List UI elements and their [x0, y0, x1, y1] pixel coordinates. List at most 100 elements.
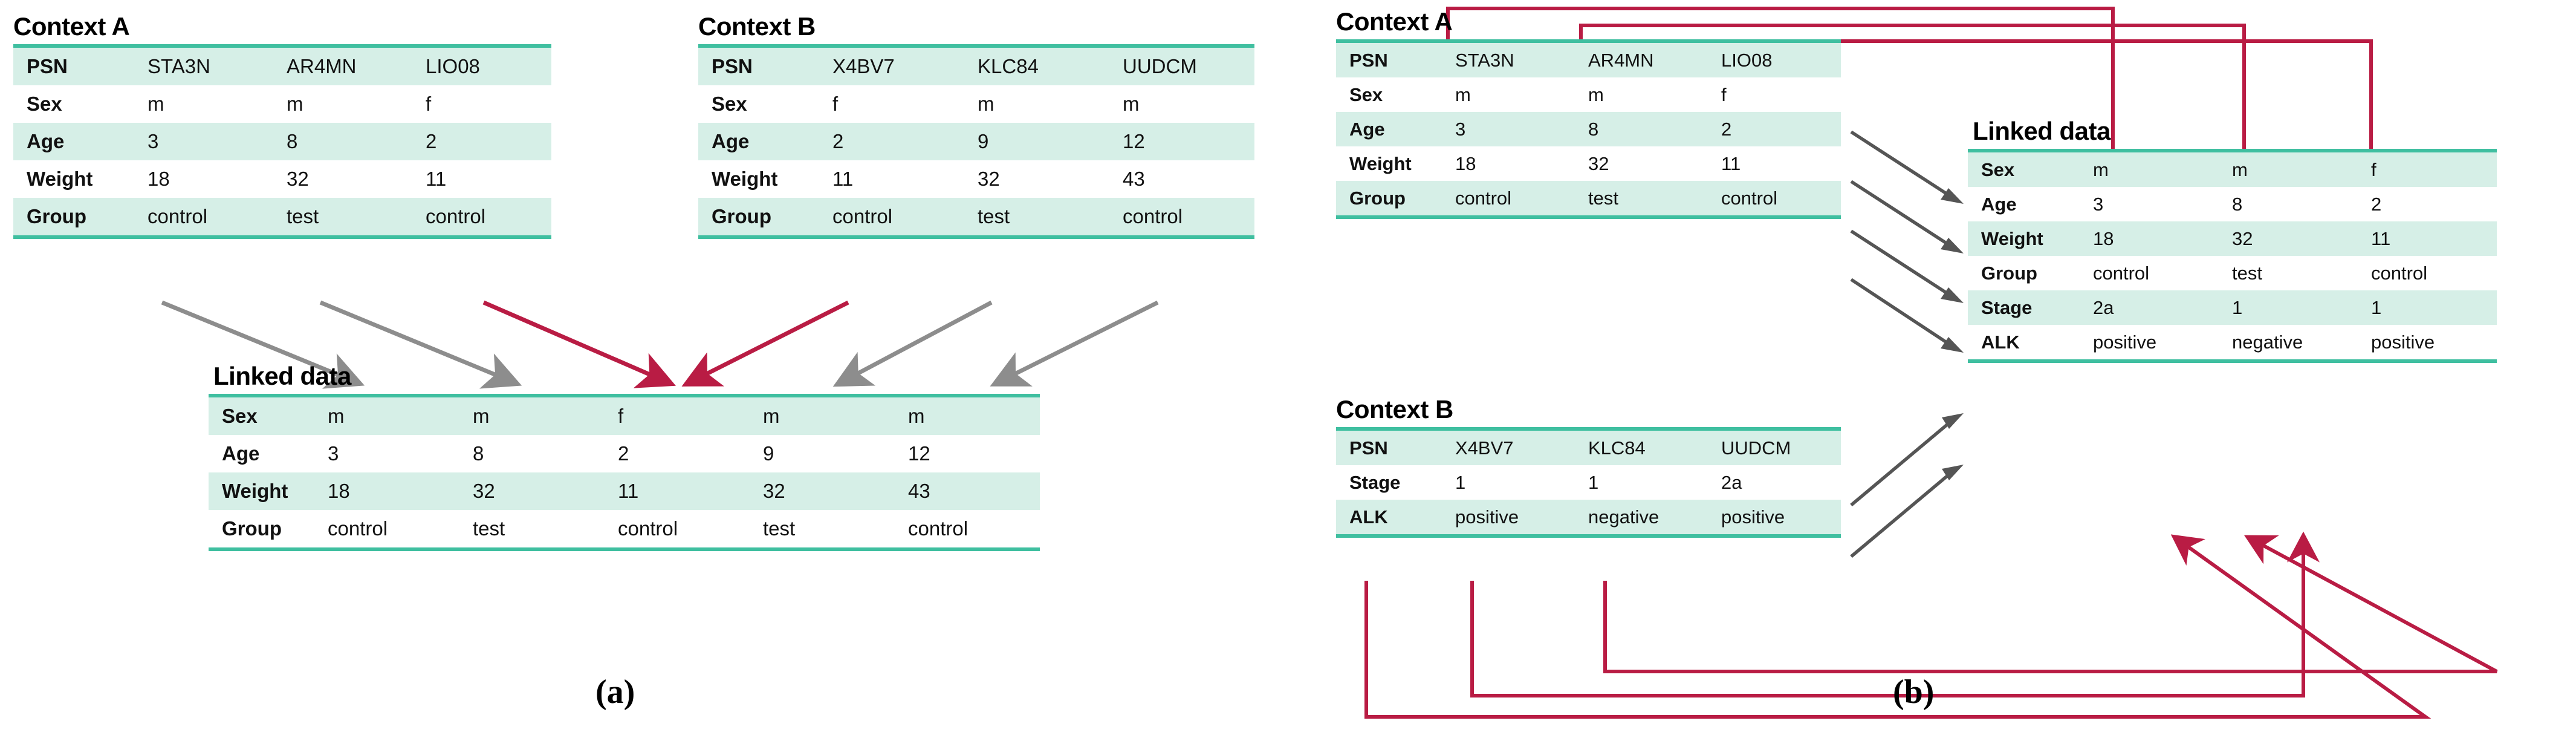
row-label: PSN — [1336, 41, 1442, 78]
row-label: Group — [13, 198, 134, 238]
table-cell: m — [750, 396, 895, 436]
row-label: ALK — [1336, 500, 1442, 537]
table-cell: control — [412, 198, 551, 238]
table-cell: 32 — [2219, 221, 2358, 256]
table-cell: control — [1109, 198, 1254, 238]
context-a-title: Context A — [13, 12, 130, 41]
arrow-b-ctxA-group — [1850, 278, 1957, 350]
table-cell: 3 — [328, 442, 339, 465]
table-cell: f — [426, 93, 432, 116]
table-cell: X4BV7 — [819, 46, 964, 86]
table-cell: AR4MN — [273, 46, 412, 86]
row-label: Age — [13, 123, 134, 161]
table-cell: 3 — [134, 123, 273, 161]
table-cell: 12 — [1109, 123, 1254, 161]
table-cell: 2 — [618, 442, 629, 465]
table-cell: 9 — [763, 442, 774, 465]
table-cell: LIO08 — [412, 46, 551, 86]
table-cell: m — [1455, 83, 1471, 105]
row-label: Group — [1981, 262, 2037, 284]
figure-label-b: (b) — [1893, 673, 1935, 711]
table-cell: 11 — [605, 472, 750, 511]
red-key-ctxB-col3 — [1603, 535, 2498, 673]
table-cell: m — [1123, 93, 1140, 116]
row-label: Weight — [27, 168, 93, 191]
table-cell: 2a — [2080, 290, 2219, 325]
table-cell: 2 — [2371, 193, 2382, 215]
table-cell: 32 — [978, 168, 1000, 191]
context-b-title: Context B — [698, 12, 816, 41]
table-cell: control — [908, 517, 968, 540]
table-cell: UUDCM — [1708, 429, 1841, 466]
table-cell: m — [2219, 151, 2358, 188]
table-cell: negative — [2232, 331, 2303, 353]
table-cell: 3 — [1442, 112, 1575, 147]
table-cell: 11 — [1721, 152, 1741, 174]
row-label: Weight — [209, 472, 314, 511]
row-label: Sex — [712, 93, 747, 116]
table-cell: 1 — [2219, 290, 2358, 325]
table-cell: m — [895, 396, 1040, 436]
table-cell: 11 — [832, 168, 854, 191]
table-cell: 1 — [2358, 290, 2497, 325]
row-label: Weight — [712, 168, 778, 191]
arrow-b-ctxA-sex — [1850, 130, 1957, 201]
row-label: Sex — [27, 93, 62, 116]
row-label: Age — [1981, 193, 2017, 215]
table-cell: control — [819, 198, 964, 238]
table-cell: 8 — [1575, 112, 1708, 147]
figure-label-a: (a) — [595, 673, 635, 711]
table-cell: m — [287, 93, 303, 116]
table-cell: 1 — [1588, 471, 1599, 493]
linked-data-title: Linked data — [1973, 117, 2110, 145]
table-cell: AR4MN — [1575, 41, 1708, 78]
table-cell: control — [1442, 181, 1575, 218]
table-cell: control — [2371, 262, 2428, 284]
table-cell: test — [273, 198, 412, 238]
row-label: Sex — [209, 396, 314, 436]
arrow-b-ctxB-stage — [1850, 416, 1957, 507]
arrow-b-ctxB-alk — [1850, 467, 1957, 558]
table-cell: 43 — [895, 472, 1040, 511]
table-cell: m — [314, 396, 459, 436]
table-cell: 18 — [148, 168, 170, 191]
table-cell: 11 — [2358, 221, 2497, 256]
table-cell: 2 — [412, 123, 551, 161]
row-label: Weight — [1968, 221, 2080, 256]
table-cell: 32 — [750, 472, 895, 511]
table-cell: positive — [1442, 500, 1575, 537]
context-b-title: Context B — [1336, 395, 1453, 423]
table-cell: 1 — [1455, 471, 1466, 493]
row-label: Group — [222, 517, 282, 540]
table-cell: 8 — [273, 123, 412, 161]
table-cell: 2 — [819, 123, 964, 161]
table-cell: KLC84 — [964, 46, 1109, 86]
table-cell: control — [1708, 181, 1841, 218]
table-cell: KLC84 — [1575, 429, 1708, 466]
row-label: PSN — [698, 46, 819, 86]
table-cell: 11 — [426, 168, 447, 191]
red-key-ctxB-col2 — [1470, 531, 2320, 697]
row-label: ALK — [1981, 331, 2020, 353]
